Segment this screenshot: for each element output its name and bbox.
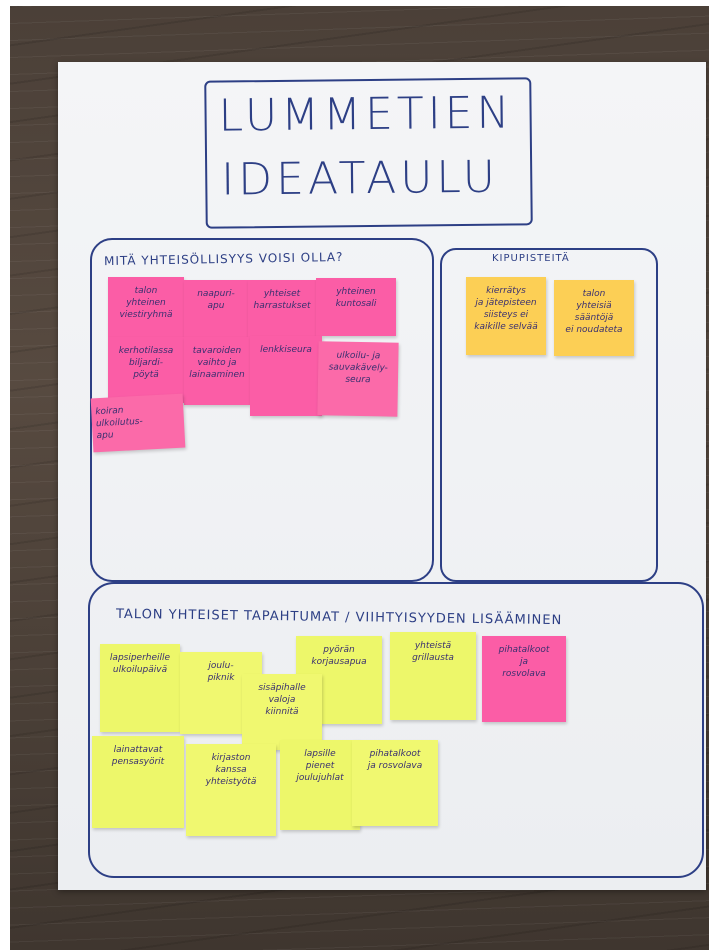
pain-points-section-title: KIPUPISTEITÄ	[492, 253, 570, 264]
left-margin	[0, 0, 10, 950]
title-box: LUMMETIEN IDEATAULU	[204, 77, 533, 229]
events-section	[88, 582, 704, 878]
sticky-note: kierrätys ja jätepisteen siisteys ei kai…	[466, 277, 546, 355]
sticky-note: koiran ulkoilutus- apu	[90, 393, 186, 453]
sticky-note: sisäpihalle valoja kiinnitä	[242, 674, 322, 750]
sticky-note: talon yhteinen viestiryhmä	[108, 277, 184, 337]
sticky-note: yhteiset harrastukset	[248, 280, 316, 337]
pain-points-section	[440, 248, 658, 582]
sticky-note: kirjaston kanssa yhteistyötä	[186, 744, 276, 836]
sticky-note: lapsiperheille ulkoilupäivä	[100, 644, 180, 732]
sticky-note: yhteinen kuntosali	[316, 278, 396, 336]
flipchart-paper: LUMMETIEN IDEATAULU MITÄ YHTEISÖLLISYYS …	[58, 62, 706, 890]
sticky-note: yhteistä grillausta	[390, 632, 476, 720]
sticky-note: pihatalkoot ja rosvolava	[352, 740, 438, 826]
title-line-1: LUMMETIEN	[218, 87, 514, 142]
sticky-note: talon yhteisiä sääntöjä ei noudateta	[554, 280, 634, 356]
sticky-note: tavaroiden vaihto ja lainaaminen	[184, 337, 250, 405]
sticky-note: naapuri- apu	[184, 280, 248, 337]
sticky-note: lainattavat pensasyörit	[92, 736, 184, 828]
sticky-note: kerhotilassa biljardi- pöytä	[108, 337, 184, 403]
sticky-note: lapsille pienet joulujuhlat	[280, 740, 360, 830]
sticky-note: pihatalkoot ja rosvolava	[482, 636, 566, 722]
sticky-note: ulkoilu- ja sauvakävely- seura	[317, 341, 399, 417]
title-line-2: IDEATAULU	[221, 151, 500, 206]
sticky-note: lenkkiseura	[250, 336, 322, 416]
